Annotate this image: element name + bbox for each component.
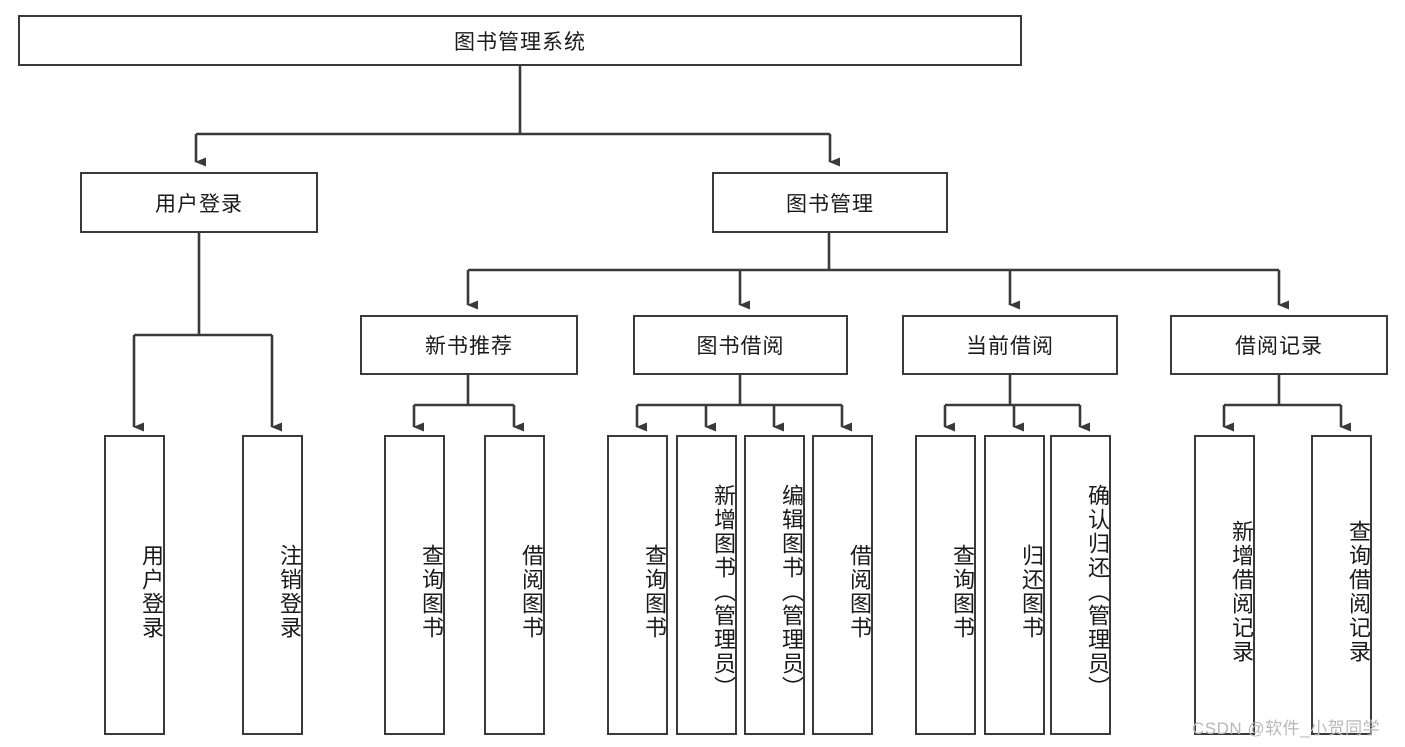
node-label: 用户登录	[155, 192, 243, 216]
node-borrow-record[interactable]: 借阅记录	[1170, 315, 1388, 375]
leaf-borrow-add-book-admin[interactable]: 新增图书（管理员）	[676, 435, 737, 735]
node-label: 编辑图书（管理员）	[779, 484, 804, 700]
node-label: 图书借阅	[696, 335, 785, 358]
leaf-current-confirm-return-admin[interactable]: 确认归还（管理员）	[1050, 435, 1111, 735]
leaf-user-login-signout[interactable]: 注销登录	[242, 435, 303, 735]
node-label: 新增借阅记录	[1229, 520, 1254, 664]
leaf-borrow-query-book[interactable]: 查询图书	[607, 435, 668, 735]
node-new-book-recommend[interactable]: 新书推荐	[360, 315, 578, 375]
leaf-record-add-borrow-record[interactable]: 新增借阅记录	[1194, 435, 1255, 735]
node-label: 确认归还（管理员）	[1085, 484, 1110, 700]
node-label: 查询图书	[642, 544, 667, 640]
leaf-user-login-signin[interactable]: 用户登录	[104, 435, 165, 735]
node-label: 归还图书	[1019, 544, 1044, 640]
node-label: 新增图书（管理员）	[711, 484, 736, 700]
leaf-current-query-book[interactable]: 查询图书	[915, 435, 976, 735]
node-current-borrow[interactable]: 当前借阅	[902, 315, 1118, 375]
node-label: 当前借阅	[966, 335, 1054, 358]
node-label: 新书推荐	[425, 335, 513, 358]
node-label: 查询借阅记录	[1346, 520, 1371, 664]
node-label: 借阅记录	[1235, 335, 1323, 358]
node-book-management[interactable]: 图书管理	[712, 172, 948, 233]
leaf-borrow-edit-book-admin[interactable]: 编辑图书（管理员）	[744, 435, 805, 735]
node-label: 查询图书	[950, 544, 975, 640]
node-label: 借阅图书	[847, 544, 872, 640]
leaf-borrow-borrow-book[interactable]: 借阅图书	[812, 435, 873, 735]
node-label: 图书管理	[786, 192, 874, 216]
leaf-current-return-book[interactable]: 归还图书	[984, 435, 1045, 735]
node-label: 借阅图书	[519, 544, 544, 640]
watermark-text: CSDN @软件_小贺同学	[1192, 719, 1381, 738]
node-book-borrow[interactable]: 图书借阅	[633, 315, 848, 375]
node-label: 图书管理系统	[454, 30, 586, 54]
leaf-recommend-query-book[interactable]: 查询图书	[384, 435, 445, 735]
node-label: 查询图书	[419, 544, 444, 640]
node-label: 注销登录	[277, 544, 302, 640]
leaf-recommend-borrow-book[interactable]: 借阅图书	[484, 435, 545, 735]
node-root-system[interactable]: 图书管理系统	[18, 15, 1022, 66]
node-user-login[interactable]: 用户登录	[80, 172, 318, 233]
leaf-record-query-borrow-record[interactable]: 查询借阅记录	[1311, 435, 1372, 735]
node-label: 用户登录	[139, 544, 164, 640]
